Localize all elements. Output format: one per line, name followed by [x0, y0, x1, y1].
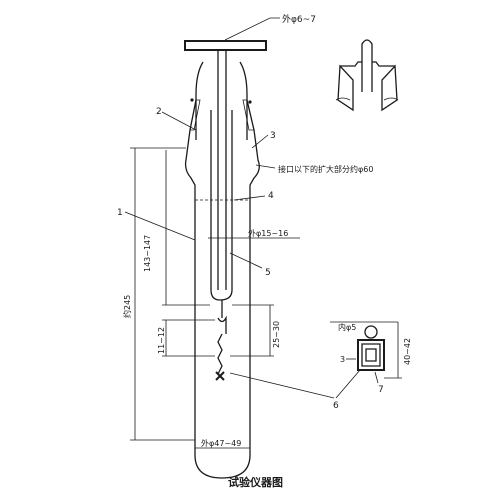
detail-frame-outer: [357, 339, 385, 371]
label-note: 接口以下的扩大部分约φ60: [278, 164, 373, 174]
detail-hatch-left: [337, 64, 354, 112]
stirrer-rod: [217, 50, 227, 290]
leaders: [124, 17, 379, 452]
label-detail-3: 3: [340, 355, 345, 364]
label-part-4: 4: [268, 191, 274, 201]
detail-top-right: [335, 39, 399, 112]
label-dim-11: 11~12: [157, 327, 166, 354]
label-dim-25: 25~30: [272, 321, 281, 348]
detail-hatch-right: [381, 64, 398, 112]
label-part-1: 1: [117, 208, 123, 218]
detail-bottom-right: [330, 321, 402, 379]
label-bottom-dim: 外φ47~49: [201, 438, 241, 448]
ground-joint-right: [242, 99, 255, 131]
leader-part-2: [161, 111, 197, 131]
pin-right: [248, 100, 252, 104]
pin-left: [190, 98, 194, 102]
leader-top-dim: [224, 17, 280, 41]
label-dim-143: 143~147: [143, 235, 152, 272]
leader-note: [255, 164, 276, 169]
label-part-6: 6: [333, 401, 339, 411]
leader-part-6: [229, 372, 335, 399]
stopper-left: [195, 61, 204, 140]
inner-tube: [210, 110, 233, 301]
label-part-2: 2: [156, 107, 162, 117]
ground-joint-left: [189, 99, 201, 131]
outer-tube: [184, 99, 260, 479]
figure-caption: 试验仪器图: [228, 475, 283, 489]
leader-part-1: [124, 211, 196, 241]
detail-break-lines: [335, 97, 399, 101]
leader-part-7: [374, 371, 379, 384]
main-apparatus: [184, 40, 267, 479]
labels: 外φ6~7 2 3 接口以下的扩大部分约φ60 4 1 外φ15~16 5 14…: [117, 13, 412, 489]
detail-ring: [364, 325, 378, 339]
label-part-3: 3: [270, 131, 276, 141]
label-dim-245: 约245: [122, 295, 132, 318]
label-inner-tube: 外φ15~16: [248, 228, 288, 238]
stirrer-end: [215, 371, 225, 381]
label-part-7: 7: [378, 385, 384, 395]
label-detail-inner: 内φ5: [338, 322, 356, 332]
leader-part-5: [229, 252, 263, 269]
leader-part-3: [251, 134, 269, 149]
stopper-right: [239, 61, 248, 140]
leader-part-6-detail: [335, 369, 361, 399]
stirrer-spiral: [217, 333, 223, 375]
label-detail-height: 40~42: [403, 338, 412, 365]
detail-frame-inner: [361, 343, 381, 367]
detail-collar: [340, 61, 395, 67]
leader-part-4: [233, 195, 266, 201]
stirrer-hook: [217, 315, 227, 334]
detail-rod: [361, 39, 373, 92]
label-part-5: 5: [265, 268, 271, 278]
detail-frame-core: [365, 348, 377, 362]
label-top-dim: 外φ6~7: [282, 13, 316, 25]
t-handle-bar: [184, 40, 267, 51]
